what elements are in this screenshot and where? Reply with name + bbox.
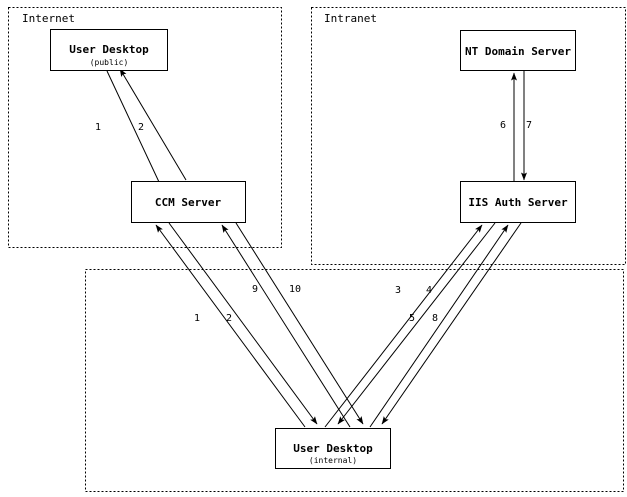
edge-label-10: 10: [289, 284, 301, 295]
flow-2-ccm-to-internal: [168, 222, 318, 425]
flow-5-internal-to-iis: [369, 224, 509, 428]
node-user-desktop-public-label: User Desktop: [69, 43, 149, 56]
node-user-desktop-internal-sublabel: (internal): [309, 456, 357, 465]
edge-label-7: 7: [526, 120, 532, 131]
zone-internet-border: [8, 7, 282, 248]
node-ccm-server[interactable]: CCM Server: [131, 181, 246, 223]
node-user-desktop-public-sublabel: (public): [90, 58, 129, 67]
flow-1-internal-to-ccm: [155, 224, 306, 428]
node-user-desktop-public[interactable]: User Desktop (public): [50, 29, 168, 71]
node-user-desktop-internal-label: User Desktop: [293, 442, 373, 455]
edge-label-6: 6: [500, 120, 506, 131]
node-nt-domain-server-box[interactable]: [460, 30, 576, 71]
node-iis-auth-server-label: IIS Auth Server: [468, 196, 568, 209]
edge-label-9: 9: [252, 284, 258, 295]
node-iis-auth-server-box[interactable]: [460, 181, 576, 223]
node-nt-domain-server-label: NT Domain Server: [465, 45, 571, 58]
edge-label-2-bottom: 2: [226, 313, 232, 324]
node-user-desktop-internal-box[interactable]: [275, 428, 391, 469]
edge-label-2-top: 2: [138, 122, 144, 133]
edge-label-3: 3: [395, 285, 401, 296]
zone-internal-lan: [85, 269, 624, 492]
flow-4-iis-to-internal: [337, 222, 496, 425]
zone-intranet-border: [311, 7, 626, 265]
node-nt-domain-server[interactable]: NT Domain Server: [460, 30, 576, 71]
edge-label-1-bottom: 1: [194, 313, 200, 324]
node-iis-auth-server[interactable]: IIS Auth Server: [460, 181, 576, 223]
node-user-desktop-public-box[interactable]: [50, 29, 168, 71]
zone-internet-label: Internet: [22, 12, 75, 25]
flow-9-internal-to-ccm: [221, 224, 351, 428]
zone-internal-lan-border: [85, 269, 624, 492]
zone-intranet: Intranet: [311, 7, 626, 265]
flow-8-iis-to-internal: [381, 222, 522, 425]
flow-2-ccm-to-desktop: [119, 68, 187, 181]
zone-internet: Internet: [8, 7, 282, 248]
edge-label-1-top: 1: [95, 122, 101, 133]
node-ccm-server-label: CCM Server: [155, 196, 222, 209]
flow-10-ccm-to-internal: [235, 222, 364, 425]
flow-3-internal-to-iis: [324, 224, 483, 428]
node-user-desktop-internal[interactable]: User Desktop (internal): [275, 428, 391, 469]
edge-label-5: 5: [409, 313, 415, 324]
edge-label-4: 4: [426, 285, 432, 296]
zone-intranet-label: Intranet: [324, 12, 377, 25]
node-ccm-server-box[interactable]: [131, 181, 246, 223]
edge-label-8: 8: [432, 313, 438, 324]
